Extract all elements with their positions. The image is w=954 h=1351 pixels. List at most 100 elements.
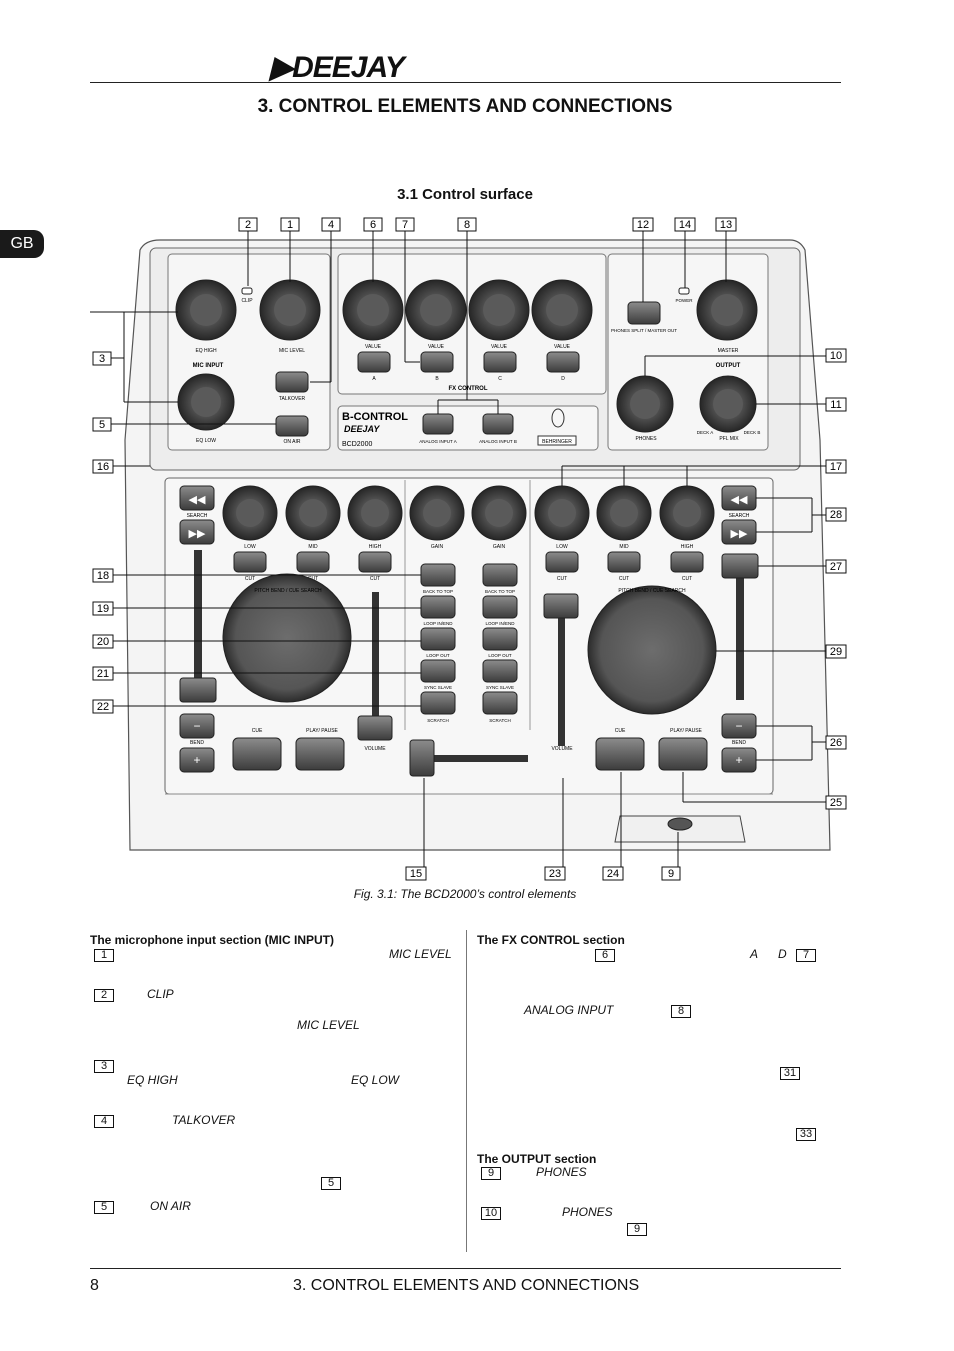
cue-button-b[interactable] bbox=[595, 737, 645, 771]
pfl-mix-knob[interactable] bbox=[699, 375, 757, 433]
fx-value-knob-d[interactable] bbox=[531, 279, 593, 341]
gain-label-a: GAIN bbox=[431, 544, 444, 550]
brand-sub-label: DEEJAY bbox=[344, 424, 380, 434]
cut-label: CUT bbox=[370, 576, 380, 582]
eq-low-label: EQ LOW bbox=[196, 438, 216, 444]
deck-b-label: DECK B bbox=[744, 430, 761, 435]
pitch-fader-b[interactable] bbox=[721, 553, 759, 579]
jog-wheel-b[interactable] bbox=[587, 585, 717, 715]
eq-high-knob[interactable] bbox=[175, 279, 237, 341]
callouts-right: 10 11 17 28 27 29 26 25 bbox=[825, 348, 847, 810]
sync-slave-label-a: SYNC SLAVE bbox=[424, 685, 452, 690]
phones-knob[interactable] bbox=[616, 375, 674, 433]
cut-low-button-a[interactable] bbox=[233, 551, 267, 573]
fx-button-d[interactable] bbox=[546, 351, 580, 373]
cue-button-a[interactable] bbox=[232, 737, 282, 771]
output-section-heading: The OUTPUT section bbox=[477, 1152, 597, 1166]
search-forward-button-a[interactable] bbox=[179, 519, 215, 545]
page-title: 3. CONTROL ELEMENTS AND CONNECTIONS bbox=[257, 96, 673, 117]
analog-input-a-button[interactable] bbox=[422, 413, 454, 435]
minus-icon: − bbox=[735, 719, 742, 733]
fx-a-ref: A bbox=[750, 947, 759, 961]
back-to-top-button-b[interactable] bbox=[482, 563, 518, 587]
talkover-label: TALKOVER bbox=[279, 396, 306, 402]
volume-fader-a[interactable] bbox=[357, 715, 393, 741]
jog-wheel-a[interactable] bbox=[222, 573, 352, 703]
eq-low-knob-b[interactable] bbox=[534, 485, 590, 541]
output-label: OUTPUT bbox=[716, 363, 741, 369]
phones-split-label: PHONES SPLIT / MASTER OUT bbox=[611, 328, 677, 333]
cut-high-button-a[interactable] bbox=[358, 551, 392, 573]
gain-knob-b[interactable] bbox=[471, 485, 527, 541]
fx-value-knob-c[interactable] bbox=[468, 279, 530, 341]
leader-lines-bottom bbox=[423, 772, 679, 867]
eq-mid-knob-b[interactable] bbox=[596, 485, 652, 541]
ref-box-3: 3 bbox=[94, 1060, 114, 1073]
master-knob[interactable] bbox=[696, 279, 758, 341]
loop-out-button-b[interactable] bbox=[482, 627, 518, 651]
pitch-fader-a[interactable] bbox=[179, 677, 217, 703]
eq-mid-knob-a[interactable] bbox=[285, 485, 341, 541]
ref-box-1: 1 bbox=[94, 949, 114, 962]
value-label-d: VALUE bbox=[554, 344, 571, 350]
fx-button-a[interactable] bbox=[357, 351, 391, 373]
fx-value-knob-a[interactable] bbox=[342, 279, 404, 341]
headphone-jack[interactable] bbox=[667, 817, 693, 831]
cut-mid-button-a[interactable] bbox=[296, 551, 330, 573]
sync-slave-button-a[interactable] bbox=[420, 659, 456, 683]
bend-plus-button-a[interactable] bbox=[179, 747, 215, 773]
cut-low-button-b[interactable] bbox=[545, 551, 579, 573]
fx-button-c[interactable] bbox=[483, 351, 517, 373]
loop-out-button-a[interactable] bbox=[420, 627, 456, 651]
scratch-button-b[interactable] bbox=[482, 691, 518, 715]
value-label-a: VALUE bbox=[365, 344, 382, 350]
mic-level-ref-2: MIC LEVEL bbox=[297, 1018, 360, 1032]
ref-box-9: 9 bbox=[481, 1167, 501, 1180]
eq-high-knob-a[interactable] bbox=[347, 485, 403, 541]
bend-minus-button-a[interactable] bbox=[179, 713, 215, 739]
phones-label: PHONES bbox=[635, 436, 657, 442]
phones-split-button[interactable] bbox=[627, 301, 661, 325]
gain-knob-a[interactable] bbox=[409, 485, 465, 541]
leader-lines-left bbox=[90, 311, 421, 707]
svg-text:27: 27 bbox=[830, 561, 842, 573]
volume-fader-track-a bbox=[372, 592, 379, 732]
loop-in-end-label-a: LOOP IN/END bbox=[424, 621, 454, 626]
eq-mid-label-a: MID bbox=[308, 544, 318, 550]
talkover-button[interactable] bbox=[275, 371, 309, 393]
talkover-ref: TALKOVER bbox=[172, 1113, 236, 1127]
on-air-button[interactable] bbox=[275, 415, 309, 437]
cut-mid-button-b[interactable] bbox=[607, 551, 641, 573]
leader-lines bbox=[247, 231, 727, 414]
search-label-b: SEARCH bbox=[729, 513, 750, 519]
brand-label: B-CONTROL bbox=[342, 411, 408, 423]
leader-lines-right bbox=[561, 355, 826, 803]
svg-text:2: 2 bbox=[245, 219, 251, 231]
scratch-label-a: SCRATCH bbox=[427, 718, 448, 723]
loop-in-end-button-a[interactable] bbox=[420, 595, 456, 619]
analog-input-b-button[interactable] bbox=[482, 413, 514, 435]
mic-level-knob[interactable] bbox=[259, 279, 321, 341]
cut-high-button-b[interactable] bbox=[670, 551, 704, 573]
figure-caption: Fig. 3.1: The BCD2000’s control elements bbox=[353, 887, 577, 901]
loop-in-end-button-b[interactable] bbox=[482, 595, 518, 619]
mic-section-heading: The microphone input section (MIC INPUT) bbox=[90, 933, 334, 947]
play-pause-button-b[interactable] bbox=[658, 737, 708, 771]
volume-fader-b[interactable] bbox=[543, 593, 579, 619]
ref-box-10: 10 bbox=[481, 1207, 501, 1220]
scratch-button-a[interactable] bbox=[420, 691, 456, 715]
fx-label-d: D bbox=[561, 376, 565, 382]
eq-low-knob-a[interactable] bbox=[222, 485, 278, 541]
fx-value-knob-b[interactable] bbox=[405, 279, 467, 341]
sync-slave-button-b[interactable] bbox=[482, 659, 518, 683]
crossfader[interactable] bbox=[409, 739, 435, 777]
fx-button-b[interactable] bbox=[420, 351, 454, 373]
footer-rule bbox=[90, 1268, 841, 1269]
eq-low-knob[interactable] bbox=[177, 373, 235, 431]
back-to-top-button-a[interactable] bbox=[420, 563, 456, 587]
play-pause-button-a[interactable] bbox=[295, 737, 345, 771]
svg-text:9: 9 bbox=[668, 868, 674, 880]
eq-high-knob-b[interactable] bbox=[659, 485, 715, 541]
search-rewind-button-a[interactable] bbox=[179, 485, 215, 511]
minus-icon: − bbox=[193, 719, 200, 733]
